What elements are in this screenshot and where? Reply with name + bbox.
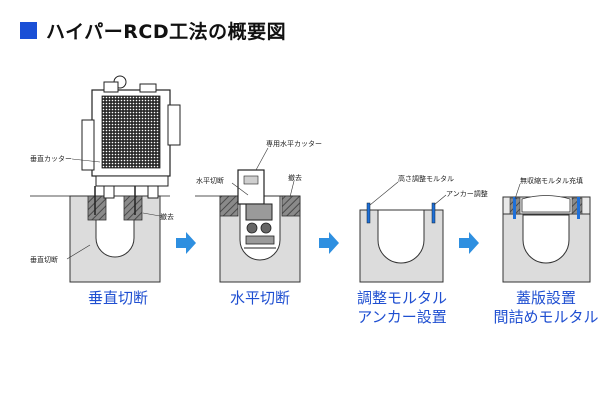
callout-fill-mortar: 無収縮モルタル充填: [520, 176, 583, 185]
callout-horizontal-cutter: 専用水平カッター: [266, 139, 322, 148]
anchor-left-icon-2: [513, 197, 516, 219]
step-lid-filling: 無収縮モルタル充填 蓋版設置 間詰めモルタル: [493, 176, 598, 326]
caption-step-4-line-2: 間詰めモルタル: [493, 308, 598, 326]
callout-vertical-cut: 垂直切断: [30, 255, 58, 264]
anchor-left-icon: [366, 202, 371, 224]
step-mortar-anchor: 高さ調整モルタル アンカー調整 調整モルタル アンカー設置: [357, 174, 488, 326]
anchor-right-icon: [431, 202, 436, 224]
step-vertical-cut: 垂直カッター 撤去 垂直切断 垂直切断: [30, 75, 181, 307]
cut-zone-left: [87, 195, 107, 221]
step-horizontal-cut: 専用水平カッター 水平切断 撤去 水平切断: [195, 139, 322, 307]
arrow-icon-3: [459, 232, 479, 254]
callout-removal-1: 撤去: [160, 212, 174, 221]
arrow-icon-2: [319, 232, 339, 254]
horizontal-cutter-machine: [237, 169, 276, 249]
callout-vertical-cutter: 垂直カッター: [30, 154, 72, 163]
page-title: ハイパーRCD工法の概要図: [46, 21, 287, 43]
vertical-cutter-machine: [81, 75, 181, 215]
arrow-icon-1: [176, 232, 196, 254]
caption-step-4-line-1: 蓋版設置: [516, 289, 576, 307]
cut-zone-right: [123, 195, 143, 221]
callout-horizontal-cut: 水平切断: [196, 176, 224, 185]
caption-step-1-line-1: 垂直切断: [88, 289, 148, 307]
caption-step-2-line-1: 水平切断: [230, 289, 290, 307]
callout-removal-2: 撤去: [288, 173, 302, 182]
callout-height-mortar: 高さ調整モルタル: [398, 174, 454, 183]
anchor-right-icon-2: [577, 197, 580, 219]
title-row: ハイパーRCD工法の概要図: [20, 17, 286, 44]
title-square-icon: [20, 22, 37, 39]
caption-step-3-line-1: 調整モルタル: [357, 289, 447, 307]
caption-step-3-line-2: アンカー設置: [357, 308, 446, 326]
callout-anchor: アンカー調整: [446, 189, 488, 198]
